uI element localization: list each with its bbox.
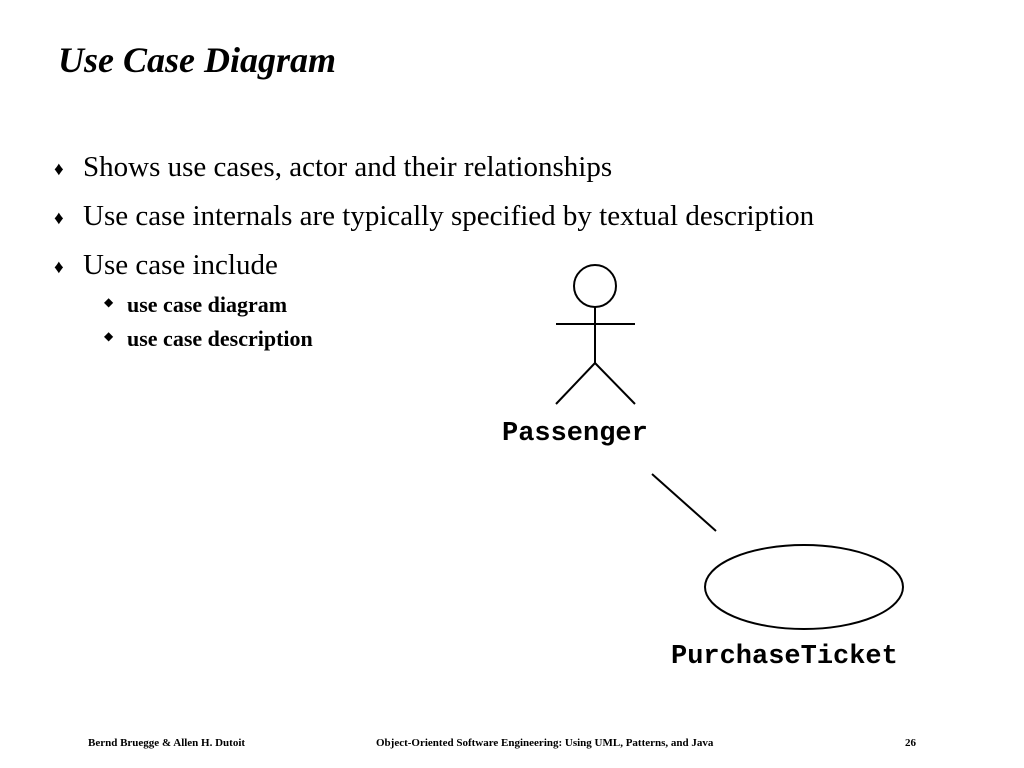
small-diamond-bullet-icon: ◆	[104, 329, 114, 343]
bullet-list: ♦ Shows use cases, actor and their relat…	[54, 150, 974, 297]
footer-book-title: Object-Oriented Software Engineering: Us…	[376, 737, 714, 749]
association-line	[651, 473, 717, 532]
use-case-label: PurchaseTicket	[671, 642, 898, 672]
footer-authors: Bernd Bruegge & Allen H. Dutoit	[88, 737, 246, 749]
slide-title: Use Case Diagram	[58, 40, 336, 80]
sub-bullet-text: use case diagram	[127, 292, 288, 317]
actor-left-leg	[555, 362, 596, 405]
bullet-text: Use case include	[83, 249, 278, 281]
small-diamond-bullet-icon: ◆	[104, 295, 114, 309]
actor-right-leg	[594, 362, 636, 405]
page-number: 26	[905, 737, 916, 749]
actor-label: Passenger	[502, 419, 648, 449]
stick-figure-icon	[555, 264, 636, 405]
diamond-bullet-icon: ♦	[54, 257, 64, 278]
actor-head	[573, 264, 617, 308]
bullet-item: ♦ Use case include	[54, 248, 974, 282]
diamond-bullet-icon: ♦	[54, 159, 64, 180]
bullet-item: ♦ Use case internals are typically speci…	[54, 199, 974, 233]
sub-bullet-text: use case description	[127, 326, 313, 351]
diamond-bullet-icon: ♦	[54, 208, 64, 229]
bullet-text: Use case internals are typically specifi…	[83, 200, 815, 232]
use-case-ellipse	[704, 544, 904, 630]
bullet-item: ♦ Shows use cases, actor and their relat…	[54, 150, 974, 184]
bullet-text: Shows use cases, actor and their relatio…	[83, 151, 613, 183]
